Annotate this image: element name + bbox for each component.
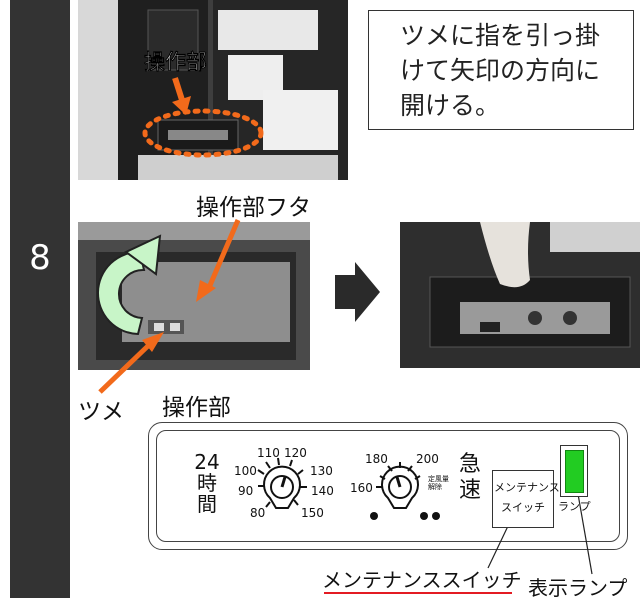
dial1-tick-120: 120 bbox=[284, 446, 307, 460]
photo-label-control-section: 操作部 bbox=[144, 50, 207, 74]
dial1-tick-80: 80 bbox=[250, 506, 266, 520]
dial1-tick-100: 100 bbox=[234, 464, 257, 478]
rapid-char-2: 速 bbox=[458, 478, 481, 503]
hours-char-2: 間 bbox=[197, 492, 217, 516]
panel-title: 操作部 bbox=[162, 395, 231, 421]
hours-label: 24 時 間 bbox=[193, 452, 221, 515]
photo-lid-open bbox=[400, 222, 640, 368]
instruction-line-2: けて矢印の方向に bbox=[400, 56, 601, 85]
callout-overlay bbox=[142, 77, 264, 158]
photo-unit-overview: 操作部 bbox=[78, 0, 348, 180]
dial-2 bbox=[376, 462, 421, 509]
maintenance-switch-line-1: メンテナンス bbox=[494, 481, 560, 494]
maintenance-underline bbox=[324, 592, 512, 594]
dial2-tick-200: 200 bbox=[416, 452, 439, 466]
maintenance-switch-label: メンテナンススイッチ bbox=[322, 568, 522, 592]
instruction-box bbox=[368, 10, 634, 130]
maintenance-switch-line-2: スイッチ bbox=[501, 501, 545, 514]
rapid-char-1: 急 bbox=[458, 452, 481, 477]
step-number: 8 bbox=[29, 238, 51, 278]
maintenance-switch-text: メンテナンス スイッチ bbox=[494, 478, 560, 518]
dial1-tick-150: 150 bbox=[301, 506, 324, 520]
rapid-label: 急 速 bbox=[458, 452, 482, 504]
tab-label: ツメ bbox=[78, 399, 124, 425]
instruction-line-1: ツメに指を引っ掛 bbox=[400, 21, 601, 50]
control-panel-inner bbox=[156, 430, 620, 542]
instruction-line-3: 開ける。 bbox=[400, 91, 501, 120]
dial2-tick-180: 180 bbox=[365, 452, 388, 466]
dial2-note: 定風量 解除 bbox=[428, 475, 449, 491]
dial2-note-line-1: 定風量 bbox=[428, 475, 449, 483]
dial1-tick-110: 110 bbox=[257, 446, 280, 460]
step-bar bbox=[10, 0, 70, 598]
dial1-tick-140: 140 bbox=[311, 484, 334, 498]
dial1-tick-130: 130 bbox=[310, 464, 333, 478]
hours-char-1: 時 bbox=[197, 471, 217, 495]
open-arrow-icon bbox=[97, 234, 162, 336]
dial2-tick-160: 160 bbox=[350, 481, 373, 495]
indicator-lamp-label: 表示ランプ bbox=[528, 576, 628, 600]
open-panel-illustration bbox=[400, 222, 640, 368]
dial-1 bbox=[257, 457, 307, 509]
indicator-lamp bbox=[565, 450, 584, 493]
dial1-tick-90: 90 bbox=[238, 484, 254, 498]
instruction-text: ツメに指を引っ掛 けて矢印の方向に 開ける。 bbox=[400, 18, 630, 123]
maintenance-switch[interactable] bbox=[492, 470, 554, 528]
lid-label: 操作部フタ bbox=[196, 195, 311, 221]
dial2-note-line-2: 解除 bbox=[428, 483, 442, 491]
next-step-arrow-icon bbox=[335, 262, 380, 322]
lamp-text: ランプ bbox=[558, 500, 591, 513]
hours-number: 24 bbox=[194, 450, 220, 474]
photo-lid-closed bbox=[78, 222, 310, 370]
